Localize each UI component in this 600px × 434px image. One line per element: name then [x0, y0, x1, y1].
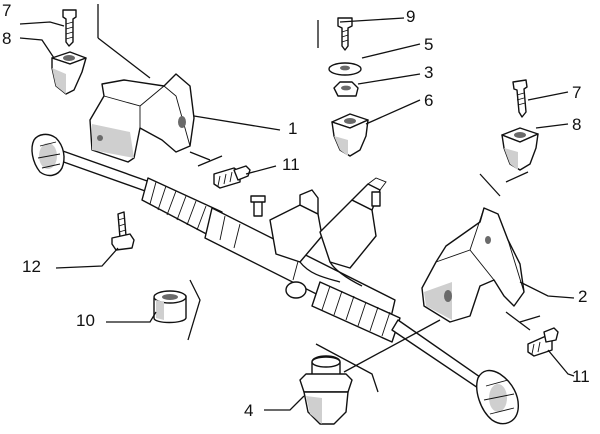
- bolt-11-lower: [527, 327, 559, 357]
- callout-9: 9: [406, 7, 415, 26]
- callout-7-left: 7: [2, 1, 11, 20]
- bolt-11-upper: [213, 165, 251, 189]
- callout-2: 2: [578, 287, 587, 306]
- mounting-bracket-left: [89, 73, 195, 163]
- clip-nut-6: [331, 113, 369, 157]
- screw-7-right: [512, 79, 528, 118]
- nut-3: [333, 81, 359, 97]
- callout-8-left: 8: [2, 29, 11, 48]
- callout-10: 10: [76, 311, 95, 330]
- callout-7-right: 7: [572, 83, 581, 102]
- rubber-mount-4: [299, 355, 353, 425]
- callout-12: 12: [22, 257, 41, 276]
- callout-6: 6: [424, 91, 433, 110]
- mounting-bracket-right: [421, 207, 525, 323]
- clip-nut-8-right: [501, 127, 539, 171]
- steering-rack-assembly: [31, 133, 519, 425]
- clip-nut-8-left: [51, 51, 87, 95]
- callout-4: 4: [244, 401, 253, 420]
- leader-lines: [19, 4, 575, 411]
- callout-labels: 7 8 1 9 5 3 6 7 8 11 12 2 10 11 4: [2, 1, 590, 420]
- bolt-12: [111, 211, 135, 251]
- callout-1: 1: [288, 119, 297, 138]
- washer-5: [328, 62, 362, 76]
- callout-3: 3: [424, 63, 433, 82]
- screw-7-left: [62, 9, 77, 47]
- callout-11-upper: 11: [282, 155, 300, 174]
- bushing-10: [153, 290, 187, 324]
- callout-11-lower: 11: [572, 367, 590, 386]
- callout-8-right: 8: [572, 115, 581, 134]
- screw-9: [337, 17, 353, 51]
- callout-5: 5: [424, 35, 433, 54]
